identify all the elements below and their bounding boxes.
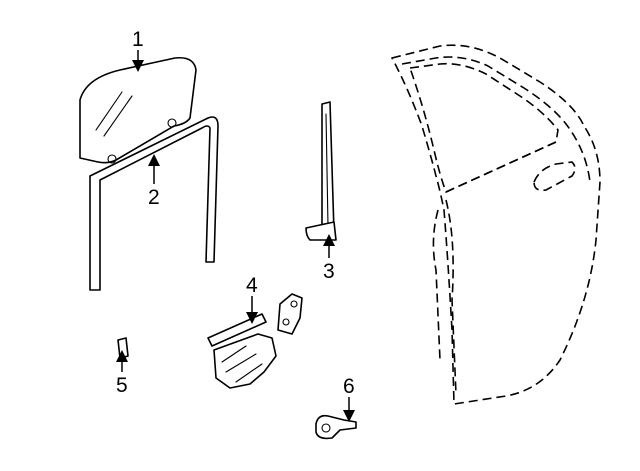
door-glass-part bbox=[79, 56, 197, 164]
callout-3: 3 bbox=[323, 260, 335, 283]
rear-channel-part bbox=[305, 101, 337, 241]
clip-part bbox=[117, 337, 129, 359]
motor-part bbox=[315, 414, 357, 440]
callout-4: 4 bbox=[246, 274, 258, 297]
callout-2: 2 bbox=[148, 186, 160, 209]
glass-run-channel-part bbox=[89, 116, 219, 291]
callout-6: 6 bbox=[343, 375, 355, 398]
callout-1: 1 bbox=[132, 28, 144, 51]
callout-5: 5 bbox=[116, 374, 128, 397]
window-regulator-part bbox=[207, 293, 303, 389]
door-shell-outline bbox=[391, 44, 601, 405]
